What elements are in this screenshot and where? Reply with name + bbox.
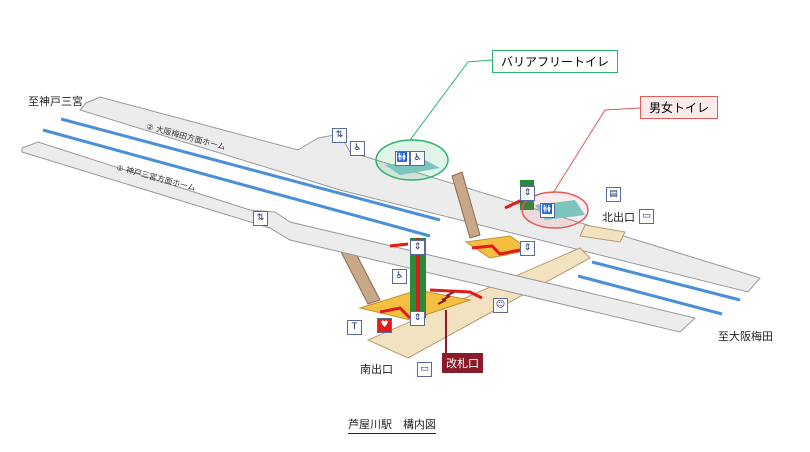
route-arrow — [379, 306, 412, 320]
elevator-icon: ⇕ — [520, 186, 535, 201]
ticket-gate-label: 改札口 — [442, 353, 483, 373]
toilet-callout: 男女トイレ — [640, 96, 719, 119]
track-line — [577, 274, 723, 316]
stairs-icon: ⇅ — [332, 128, 347, 143]
track-line — [42, 128, 431, 238]
aed-icon: ♥ — [377, 318, 392, 333]
route-arrow — [471, 244, 521, 256]
platform-1 — [21, 141, 697, 333]
callout-line — [552, 107, 641, 194]
elevator-shaft — [416, 238, 420, 318]
station-staff-icon: ☺ — [493, 298, 508, 313]
taxi-icon: T — [347, 320, 362, 335]
track-line — [591, 260, 741, 302]
bus-icon: ▭ — [417, 362, 432, 377]
wheelchair-icon: ♿ — [410, 151, 425, 166]
to-osaka-label: 至大阪梅田 — [718, 330, 773, 343]
elevator-icon: ⇕ — [520, 241, 535, 256]
track-line — [60, 117, 441, 222]
barrier-free-toilet-callout: バリアフリートイレ — [492, 50, 619, 73]
locker-icon: ▤ — [606, 187, 621, 202]
toilet-icon: 🚻 — [540, 203, 555, 218]
elevator-icon: ⇕ — [410, 311, 425, 326]
route-arrow — [389, 242, 409, 248]
bus-icon: ▭ — [639, 209, 654, 224]
north-concourse — [579, 224, 626, 243]
toilet-icon: 🚻 — [395, 151, 410, 166]
elevator-icon: ⇕ — [410, 240, 425, 255]
to-kobe-label: 至神戸三宮 — [28, 95, 83, 108]
stairs-icon: ⇅ — [253, 211, 268, 226]
stairs — [451, 171, 481, 239]
wheelchair-icon: ♿ — [350, 141, 365, 156]
south-exit-label: 南出口 — [360, 363, 393, 376]
map-caption: 芦屋川駅 構内図 — [348, 416, 436, 434]
north-exit-label: 北出口 — [602, 211, 635, 224]
ticket-gate-marks — [437, 291, 455, 353]
route-arrow — [429, 288, 483, 300]
route-arrow — [504, 198, 523, 210]
callout-line — [409, 59, 493, 141]
wheelchair-icon: ♿ — [392, 269, 407, 284]
